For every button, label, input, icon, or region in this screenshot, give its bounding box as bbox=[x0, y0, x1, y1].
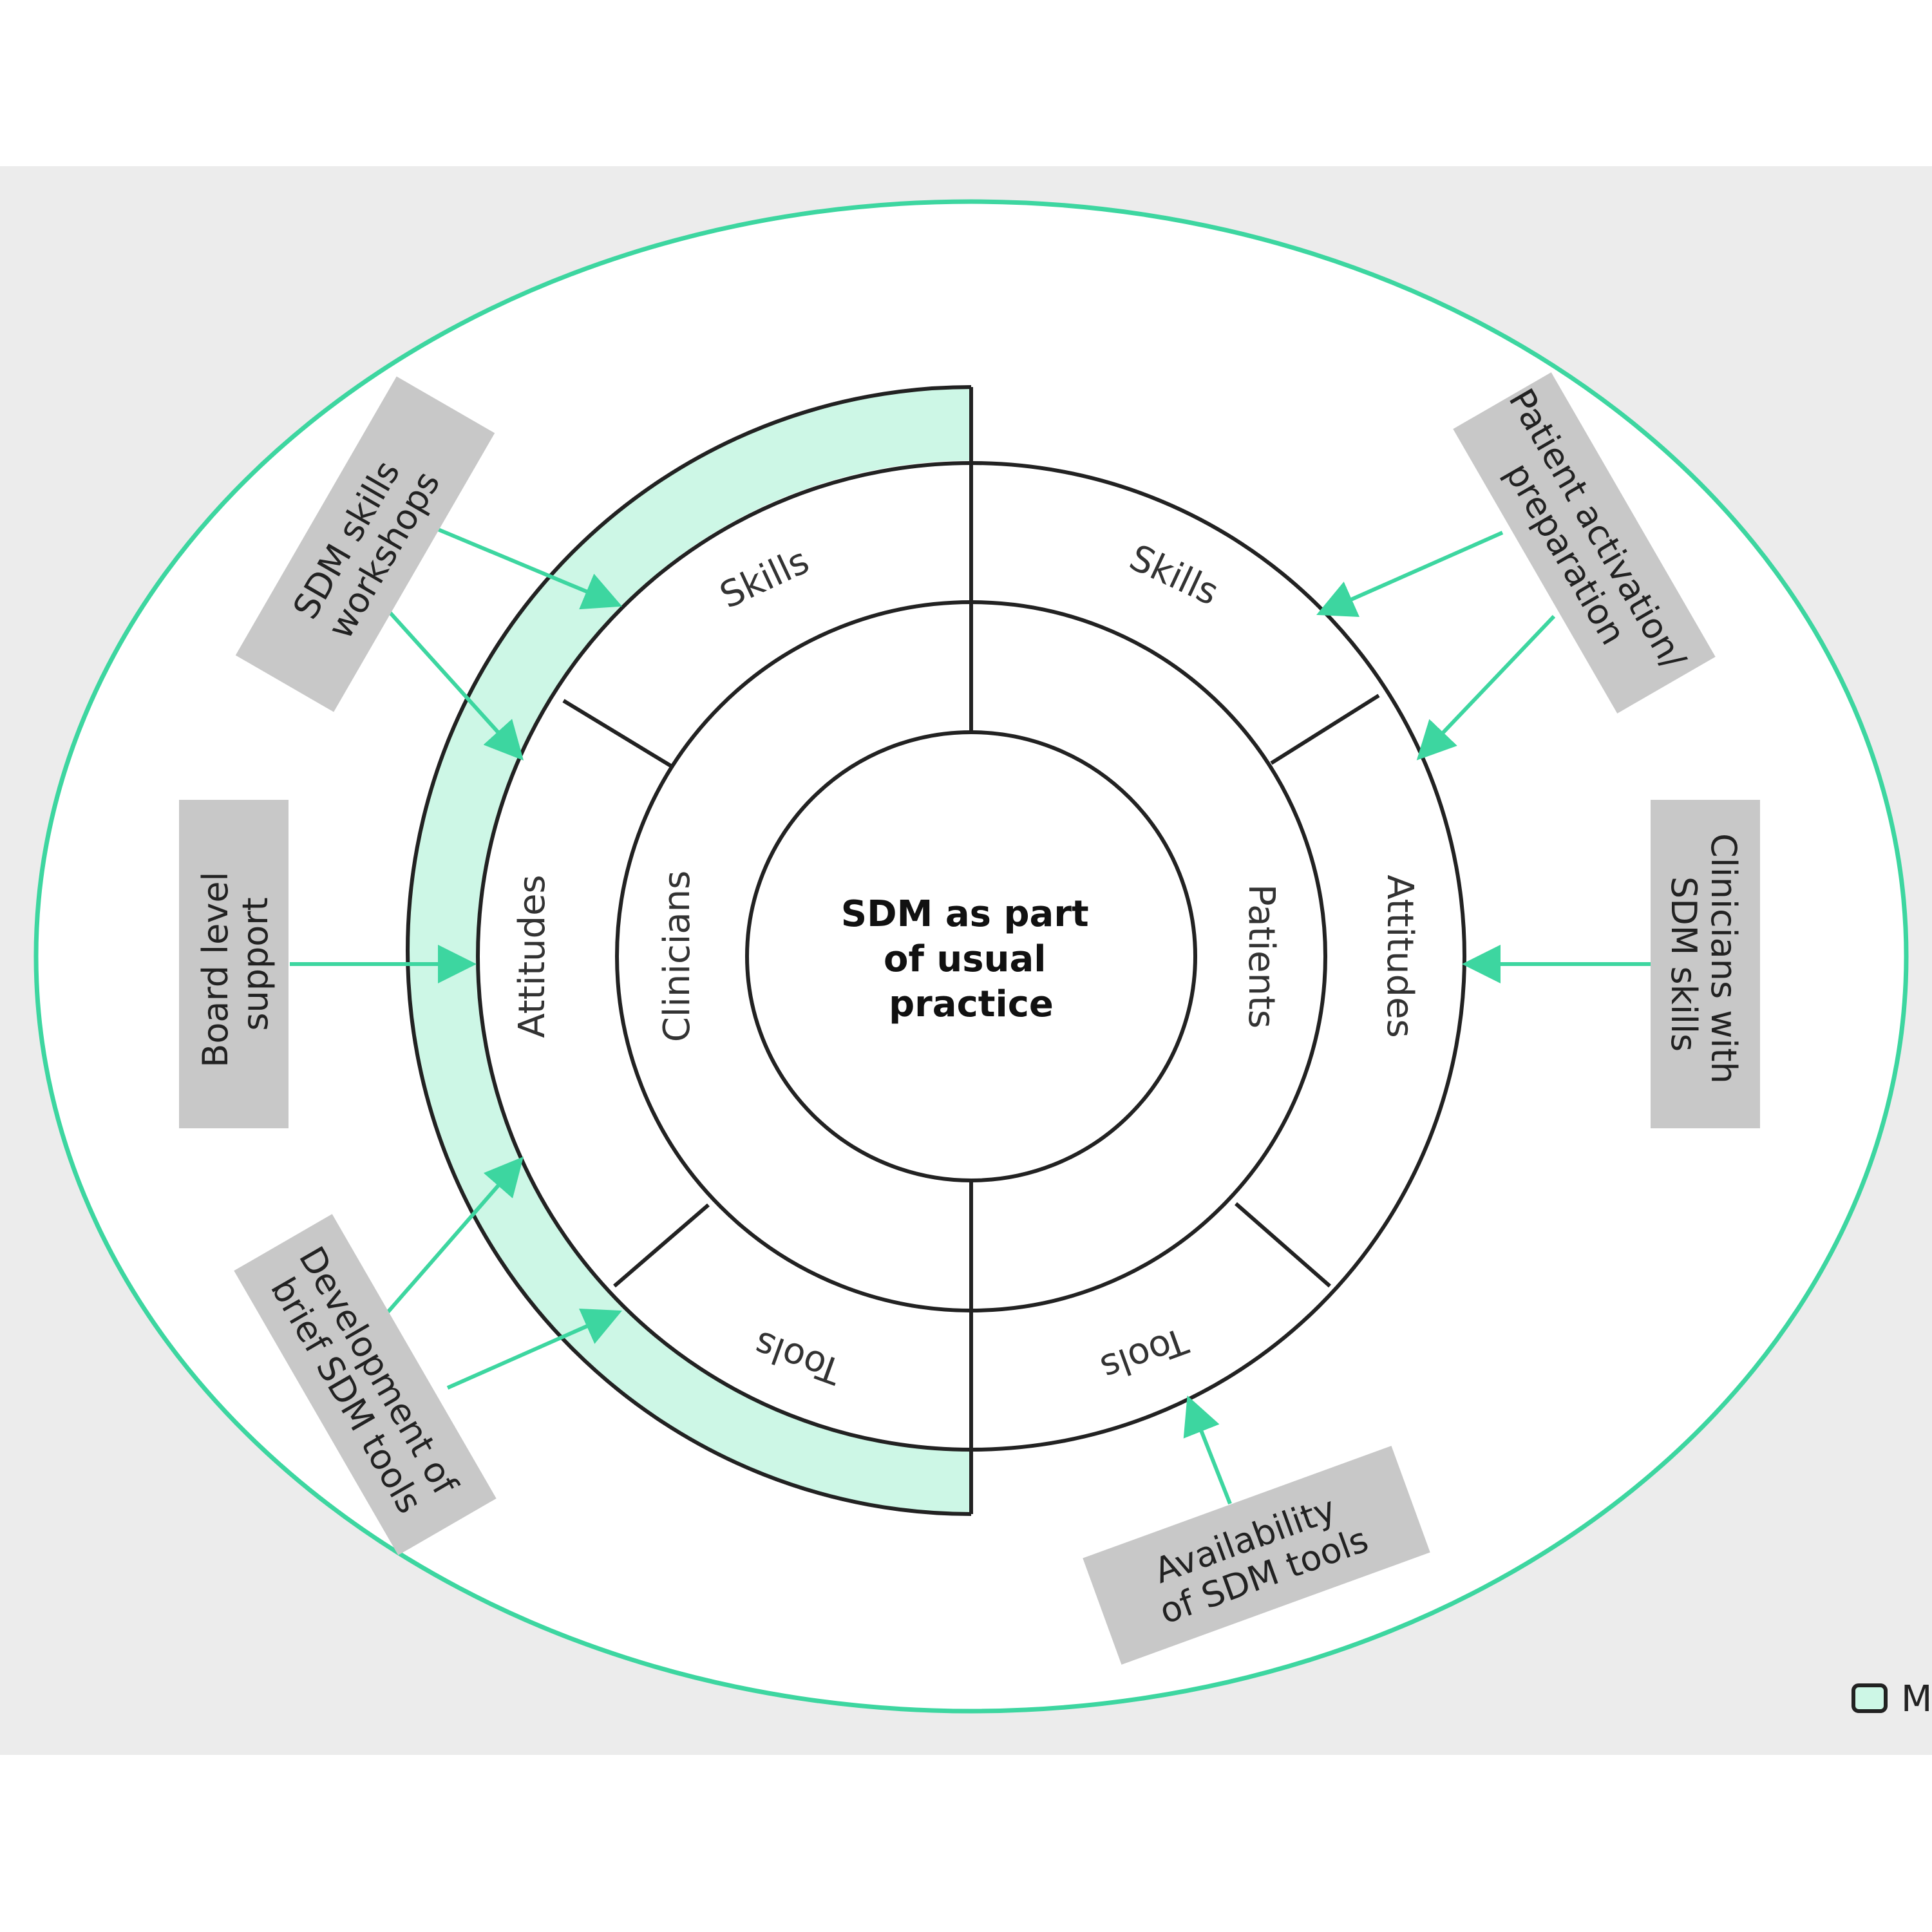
arrow-development-to-attitudes bbox=[384, 1156, 524, 1315]
group-label-clinicians: Clinicians bbox=[656, 871, 698, 1043]
group-label-patients: Patients bbox=[1240, 884, 1282, 1028]
clinicians-highlight-arc bbox=[408, 387, 971, 1514]
arrow-workshops-to-skills bbox=[437, 527, 623, 610]
arrow-workshops-to-attitudes bbox=[384, 607, 524, 761]
box-clinicians-with-skills-bg bbox=[1651, 800, 1760, 1128]
legend-swatch bbox=[1852, 1683, 1888, 1713]
divider-left-upper bbox=[562, 699, 673, 768]
arrow-availability-to-tools bbox=[1183, 1395, 1232, 1505]
center-label: SDM as part of usual practice bbox=[841, 893, 1101, 1025]
box-availability-tools-bg bbox=[1083, 1446, 1430, 1665]
legend-label: M bbox=[1901, 1678, 1932, 1720]
divider-right-upper bbox=[1270, 694, 1380, 765]
center-line-3: practice bbox=[889, 983, 1054, 1025]
box-patient-activation-bg bbox=[1453, 372, 1716, 714]
box-development-brief-tools-bg bbox=[234, 1214, 497, 1555]
divider-right-lower bbox=[1235, 1202, 1331, 1288]
box-clinicians-with-skills: Clinicians with SDM skills bbox=[1651, 800, 1760, 1128]
box-board-level-support-label: Board level support bbox=[195, 860, 276, 1067]
arrow-activation-to-skills bbox=[1316, 531, 1504, 618]
legend: M bbox=[1852, 1678, 1932, 1720]
box-sdm-skills-workshops-bg bbox=[235, 376, 495, 712]
clinicians-highlight-outline bbox=[406, 385, 972, 1516]
center-line-2: of usual bbox=[884, 938, 1046, 980]
segment-left-attitudes: Attitudes bbox=[511, 875, 553, 1037]
box-board-level-support-bg bbox=[179, 800, 289, 1128]
arrows bbox=[290, 527, 1651, 1505]
box-board-level-support: Board level support bbox=[179, 800, 289, 1128]
box-clinicians-with-skills-label: Clinicians with SDM skills bbox=[1663, 833, 1744, 1095]
arrow-activation-to-attitudes bbox=[1416, 614, 1556, 761]
divider-left-lower bbox=[613, 1203, 710, 1288]
arrow-development-to-tools bbox=[446, 1308, 622, 1390]
segment-right-attitudes: Attitudes bbox=[1379, 875, 1421, 1037]
center-line-1: SDM as part bbox=[841, 893, 1089, 935]
